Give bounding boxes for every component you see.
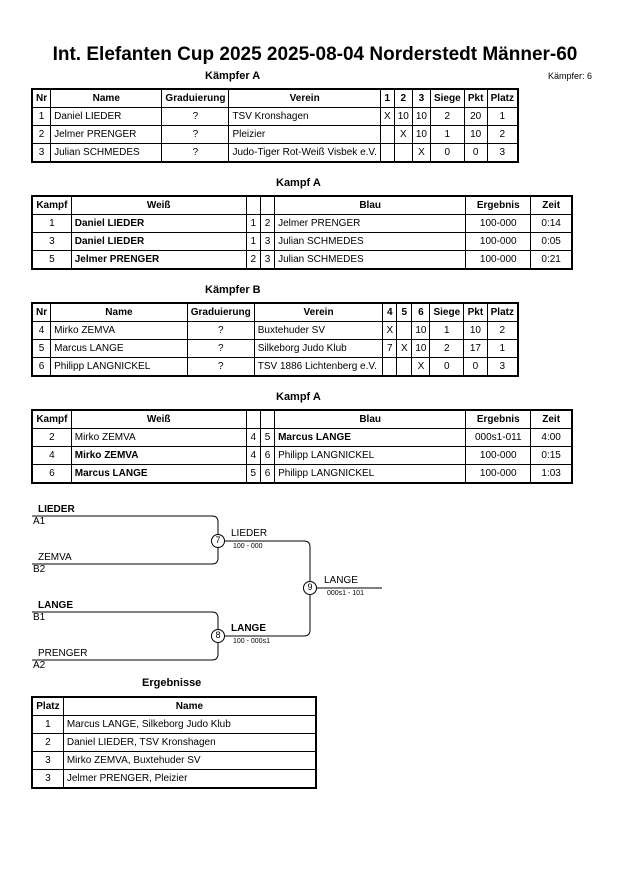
sf1-bottom-seed: B2 bbox=[33, 564, 46, 575]
table-cell: 6 bbox=[31, 357, 52, 376]
final-fight-circle bbox=[303, 581, 317, 595]
table-cell: Judo-Tiger Rot-Weiß Visbek e.V. bbox=[228, 143, 381, 162]
sf1-winner-name: LIEDER bbox=[231, 528, 268, 539]
pool-b-heading: Kämpfer B bbox=[205, 284, 261, 296]
table-cell: 4:00 bbox=[530, 428, 572, 447]
sf1-fight-number: 7 bbox=[215, 535, 221, 545]
sf2-fight-circle bbox=[211, 629, 225, 643]
table-cell: 1 bbox=[32, 715, 64, 734]
table-cell: TSV 1886 Lichtenberg e.V. bbox=[253, 357, 384, 376]
table-cell: 3 bbox=[32, 751, 64, 770]
table-cell: Mirko ZEMVA, Buxtehuder SV bbox=[62, 751, 317, 770]
table-cell: ? bbox=[186, 339, 255, 358]
page-title: Int. Elefanten Cup 2025 2025-08-04 Norde… bbox=[52, 44, 578, 65]
table-cell: 3 bbox=[486, 357, 519, 376]
table-cell: 3 bbox=[259, 250, 276, 269]
sf1-bottom-name: ZEMVA bbox=[38, 552, 72, 563]
table-cell: 2 bbox=[32, 733, 64, 752]
table-cell bbox=[396, 357, 413, 376]
fighter-count: Kämpfer: 6 bbox=[548, 71, 593, 81]
table-cell: ? bbox=[186, 357, 255, 376]
sf2-bottom-seed: A2 bbox=[33, 660, 46, 671]
final-score: 000s1 - 101 bbox=[327, 590, 364, 597]
sf2-top-name: LANGE bbox=[38, 600, 73, 611]
table-cell: 10 bbox=[411, 321, 431, 340]
results-heading: Ergebnisse bbox=[142, 677, 202, 689]
table-cell: Daniel LIEDER, TSV Kronshagen bbox=[62, 733, 317, 752]
sf2-fight-number: 8 bbox=[215, 630, 221, 640]
table-cell: 6 bbox=[259, 464, 276, 483]
final-winner-name: LANGE bbox=[324, 575, 358, 586]
column-header: Name bbox=[62, 697, 317, 716]
table-cell: Julian SCHMEDES bbox=[50, 143, 163, 162]
table-cell: X bbox=[411, 357, 431, 376]
fights-b-heading: Kampf A bbox=[276, 391, 321, 403]
table-cell: 2 bbox=[486, 125, 519, 144]
sf1-top-name: LIEDER bbox=[38, 504, 75, 515]
pool-a-heading: Kämpfer A bbox=[205, 70, 261, 82]
sf2-bottom-name: PRENGER bbox=[38, 648, 88, 659]
column-header: Platz bbox=[32, 697, 64, 716]
sf1-fight-circle bbox=[211, 534, 225, 548]
table-cell: 3 bbox=[486, 143, 519, 162]
table-cell: Marcus LANGE, Silkeborg Judo Klub bbox=[62, 715, 317, 734]
sf2-score: 100 - 000s1 bbox=[233, 638, 270, 645]
table-cell: 10 bbox=[411, 339, 431, 358]
table-cell: 0:21 bbox=[530, 250, 572, 269]
table-cell: 3 bbox=[32, 769, 64, 788]
final-fight-number: 9 bbox=[307, 582, 313, 592]
table-cell: 100-000 bbox=[465, 464, 532, 483]
sf2-winner-line bbox=[224, 595, 311, 637]
table-cell: 4 bbox=[31, 321, 52, 340]
table-cell: Jelmer PRENGER, Pleizier bbox=[62, 769, 317, 788]
sf2-winner-name: LANGE bbox=[231, 623, 266, 634]
table-cell: 3 bbox=[31, 143, 52, 162]
sf1-winner-line bbox=[224, 540, 311, 582]
sf1-top-seed: A1 bbox=[33, 516, 46, 527]
table-cell: 0 bbox=[463, 357, 488, 376]
sf1-score: 100 - 000 bbox=[233, 543, 263, 550]
fights-a-heading: Kampf A bbox=[276, 177, 321, 189]
table-cell: 5 bbox=[32, 250, 72, 269]
table-cell: 100-000 bbox=[465, 250, 532, 269]
column-header: 5 bbox=[396, 303, 413, 322]
table-cell: X bbox=[411, 143, 431, 162]
sf2-top-seed: B1 bbox=[33, 612, 46, 623]
table-cell: 10 bbox=[411, 107, 431, 126]
table-cell: ? bbox=[161, 143, 230, 162]
table-cell: 1:03 bbox=[530, 464, 572, 483]
